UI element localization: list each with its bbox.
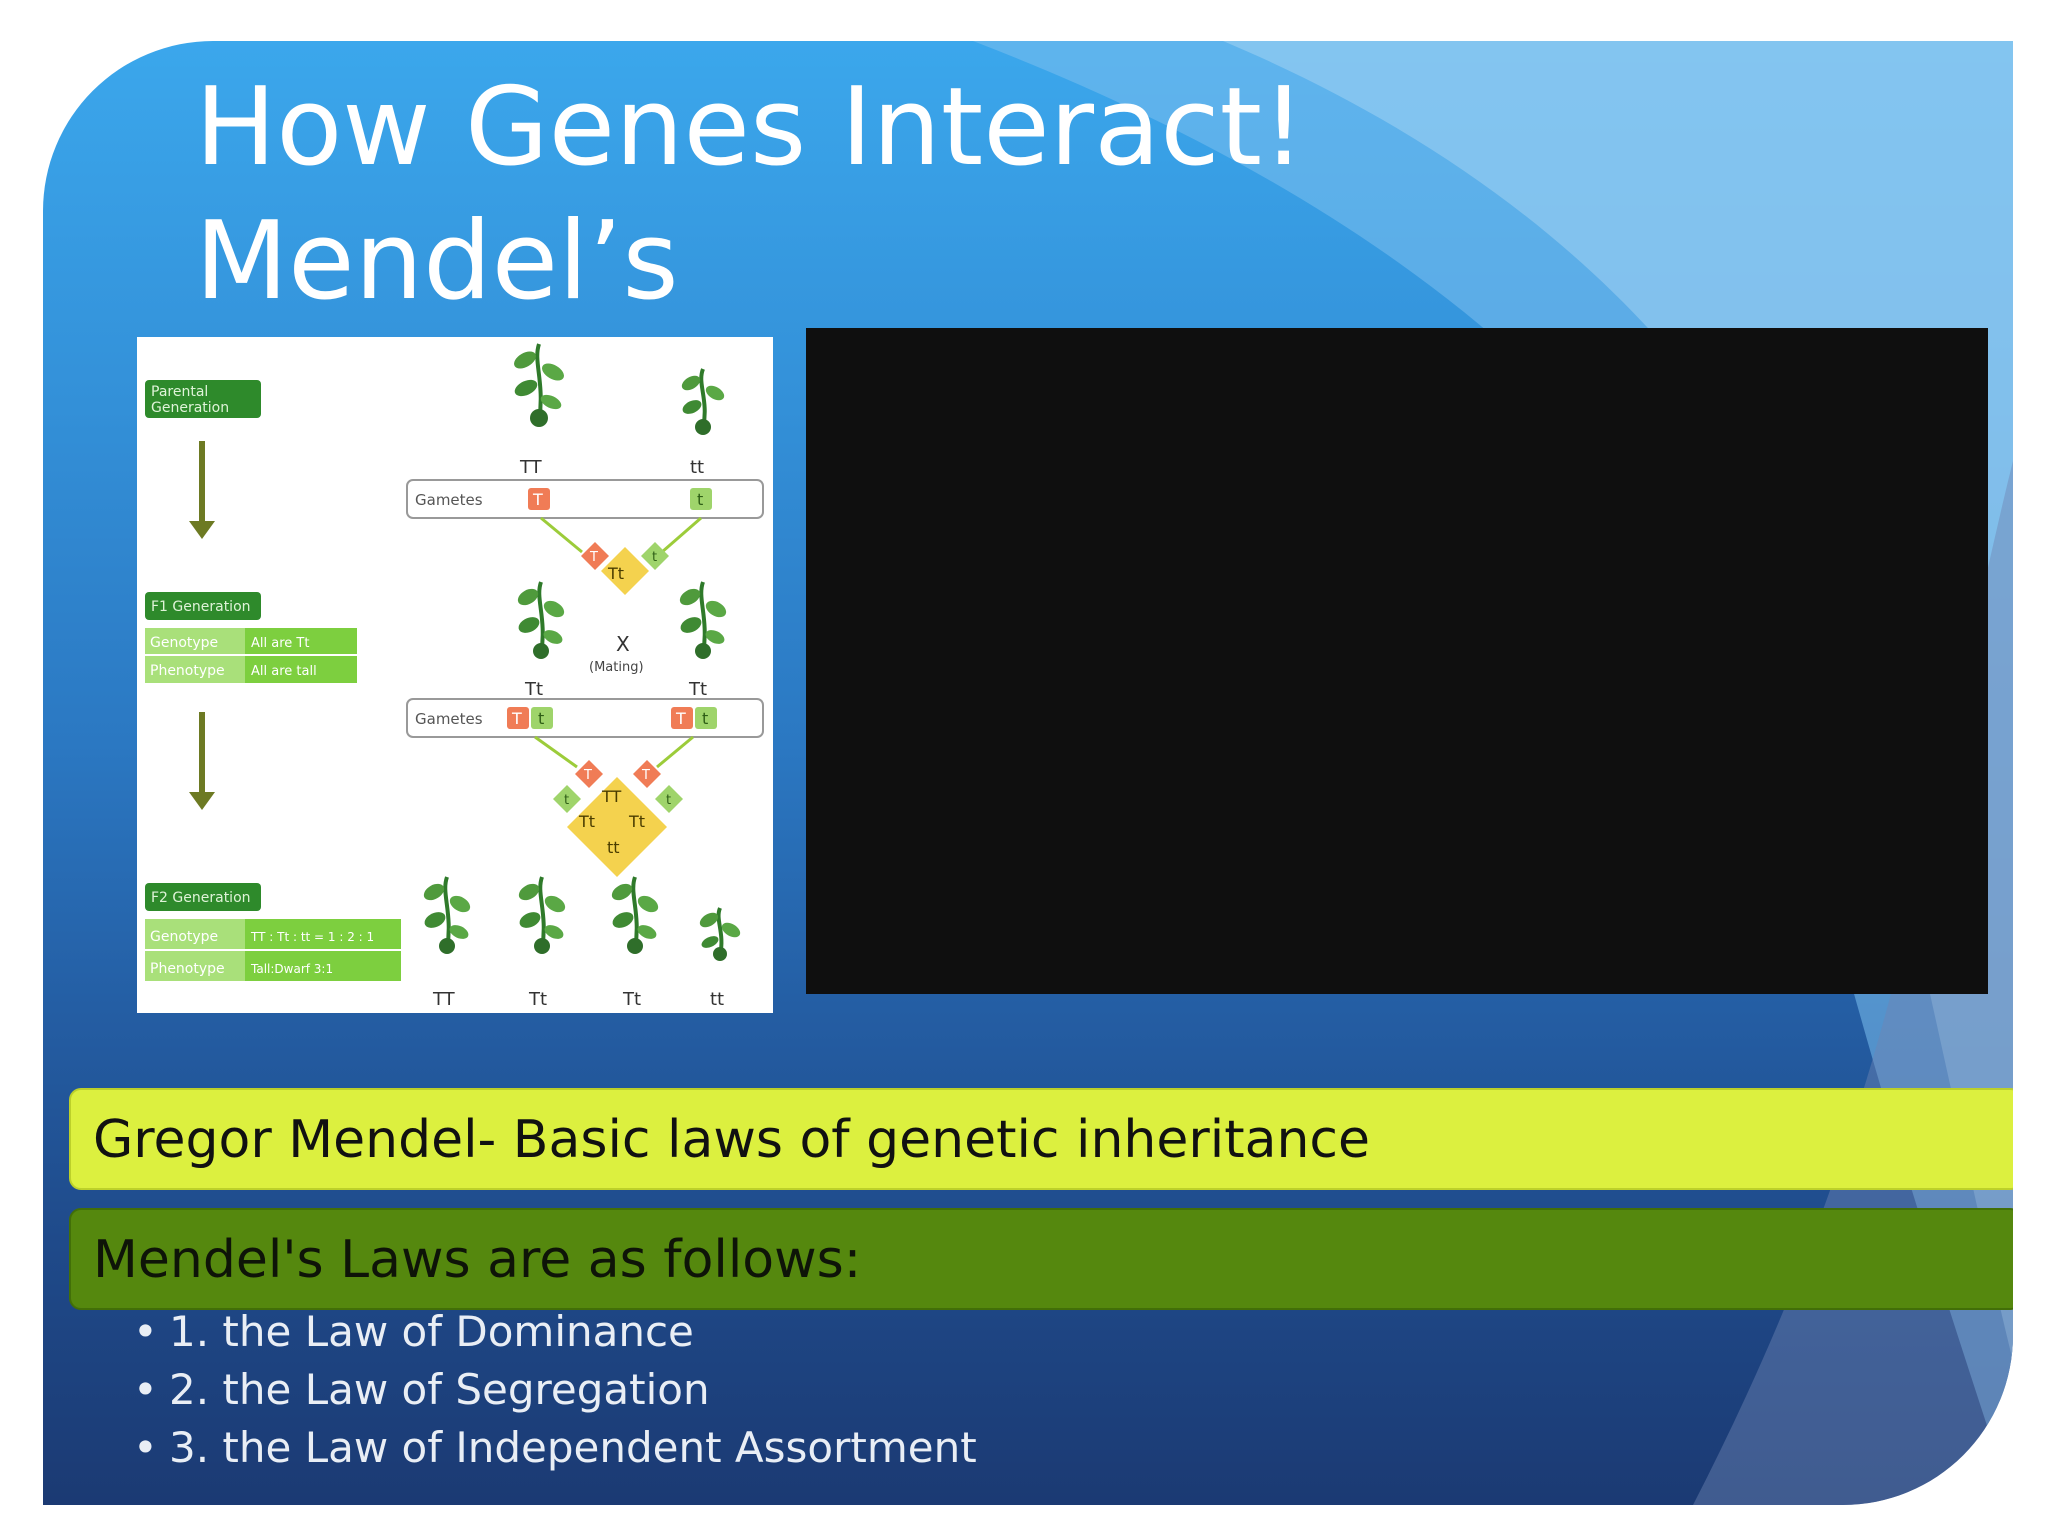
laws-heading-bar: Mendel's Laws are as follows: [69,1208,2013,1310]
arrow-shaft [199,441,205,526]
list-item: •3. the Law of Independent Assortment [133,1419,977,1477]
f2-generation-badge [145,883,261,911]
f2-phenotype-value: Tall:Dwarf 3:1 [250,962,333,976]
f2-plant-genotype: TT [432,989,456,1010]
arrow-down-icon [189,792,215,810]
svg-text:t: t [702,709,708,728]
parental-label-line1: Parental [151,384,208,400]
f1-phenotype-value: All are tall [251,664,317,679]
pea-plant-icon [517,581,565,659]
parent-right-genotype: tt [690,457,704,478]
pea-plant-icon [681,368,725,435]
svg-text:T: T [589,550,598,565]
f1-right-genotype: Tt [688,679,707,700]
pea-plant-icon [514,343,564,427]
svg-text:T: T [583,768,592,783]
svg-text:T: T [532,490,543,509]
f2-phenotype-label: Phenotype [150,961,225,977]
f1-cross-genotype: Tt [607,564,624,583]
arrow-down-icon [189,521,215,539]
svg-text:T: T [675,709,686,728]
svg-text:T: T [641,768,650,783]
f1-generation-badge [145,592,261,620]
bullet-icon: • [133,1423,158,1472]
svg-text:Gametes: Gametes [415,710,483,728]
bullet-icon: • [133,1307,158,1356]
f1-label: F1 Generation [151,599,251,615]
svg-text:Tt: Tt [578,812,595,831]
pea-plant-icon [423,876,471,954]
embedded-video[interactable] [806,328,1988,994]
svg-text:t: t [538,709,544,728]
f1-genotype-value: All are Tt [251,636,309,651]
f2-plant-genotype: tt [710,989,724,1010]
mating-label: (Mating) [589,660,644,675]
parent-left-genotype: TT [519,457,543,478]
gametes-row [406,479,764,519]
gametes-label: Gametes [415,491,483,509]
mendel-cross-diagram: Parental Generation F1 Generation Genoty… [137,337,773,1013]
svg-text:Tt: Tt [628,812,645,831]
svg-text:t: t [697,490,703,509]
pea-plant-icon [699,907,741,961]
list-item: •2. the Law of Segregation [133,1361,977,1419]
f1-phenotype-label: Phenotype [150,663,225,679]
svg-text:t: t [564,793,569,808]
pea-plant-icon [518,876,566,954]
parental-label-line2: Generation [151,400,229,416]
svg-text:T: T [511,709,522,728]
f1-left-genotype: Tt [524,679,543,700]
svg-text:tt: tt [607,838,620,857]
f2-label: F2 Generation [151,890,251,906]
svg-text:t: t [666,793,671,808]
laws-list: •1. the Law of Dominance •2. the Law of … [133,1303,977,1477]
f1-genotype-label: Genotype [150,635,218,651]
parental-generation-badge [145,380,261,418]
punnett-square [567,777,667,877]
f2-genotype-value: TT : Tt : tt = 1 : 2 : 1 [250,930,374,944]
bullet-icon: • [133,1365,158,1414]
f2-genotype-label: Genotype [150,929,218,945]
svg-text:t: t [652,550,657,565]
list-item: •1. the Law of Dominance [133,1303,977,1361]
mating-cross-symbol: X [616,632,630,656]
svg-text:TT: TT [601,787,621,806]
pea-plant-icon [611,876,659,954]
pea-plant-icon [679,581,727,659]
f2-plant-genotype: Tt [528,989,547,1010]
slide: How Genes Interact! Mendel’s Little Peas… [43,41,2013,1505]
heading-bar: Gregor Mendel- Basic laws of genetic inh… [69,1088,2013,1190]
f2-plant-genotype: Tt [622,989,641,1010]
